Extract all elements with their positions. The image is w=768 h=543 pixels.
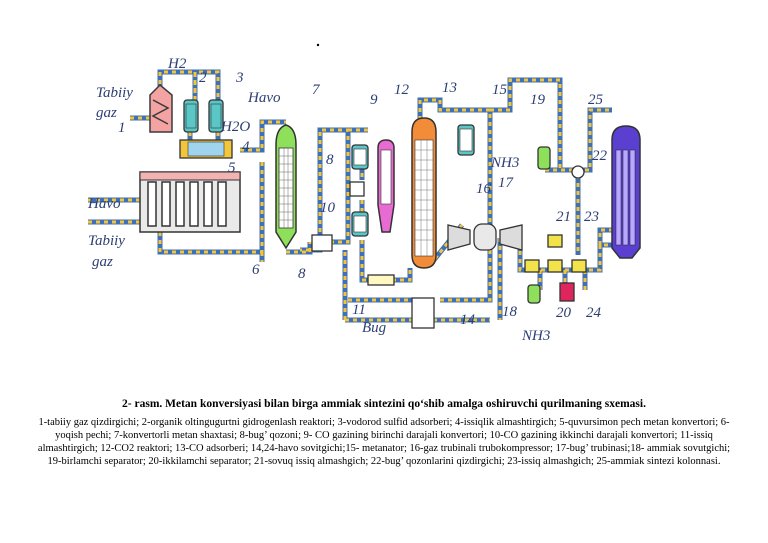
equipment-8-steam-boiler [311, 181, 365, 252]
number-3: 3 [235, 70, 244, 86]
label-havo-top: Havo [247, 90, 281, 106]
equipment-18-ammonia-cooler [527, 284, 541, 304]
equipment-2-hydrogenation-reactor [183, 99, 199, 133]
number-15: 15 [492, 82, 508, 98]
label-tabiiy-gaz-left-1: Tabiiy [88, 233, 125, 249]
equipment-3-h2s-adsorber [208, 99, 224, 133]
caption-legend: 1-tabiiy gaz qizdirgichi; 2-organik olti… [37, 417, 731, 467]
marker-dot [316, 43, 320, 47]
number-17: 17 [498, 175, 515, 191]
equipment-21-cold-heat-exchanger [547, 234, 563, 248]
equipment-numbers: 1 2 3 4 5 6 7 8 8 9 10 11 12 13 14 15 16… [118, 70, 608, 328]
number-11: 11 [352, 302, 366, 318]
equipment-1-natural-gas-heater [149, 83, 173, 133]
equipment-20-secondary-separator [524, 259, 563, 273]
number-2: 2 [199, 70, 207, 86]
number-12: 12 [394, 82, 410, 98]
process-flow-diagram: H2 H2O Tabiiy gaz Havo Havo Tabiiy gaz B… [87, 43, 641, 344]
equipment-24-air-cooler [559, 282, 575, 302]
number-4: 4 [242, 139, 250, 155]
number-20: 20 [556, 305, 572, 321]
label-havo-left: Havo [87, 196, 121, 212]
number-14: 14 [460, 312, 476, 328]
label-nh3-bottom: NH3 [521, 328, 550, 344]
number-8-upper: 8 [326, 152, 334, 168]
caption-title: 2- rasm. Metan konversiyasi bilan birga … [122, 398, 646, 410]
number-23: 23 [584, 209, 599, 225]
number-13: 13 [442, 80, 457, 96]
stream-labels: H2 H2O Tabiiy gaz Havo Havo Tabiiy gaz B… [87, 56, 550, 344]
equipment-25-ammonia-synthesis-column [611, 125, 641, 259]
number-24: 24 [586, 305, 602, 321]
equipment-13-co-adsorber [411, 117, 437, 269]
number-9: 9 [370, 92, 378, 108]
label-h2: H2 [167, 56, 187, 72]
number-6: 6 [252, 262, 260, 278]
number-1: 1 [118, 120, 126, 136]
number-21: 21 [556, 209, 571, 225]
equipment-4-heat-exchanger [179, 139, 233, 159]
equipment-15-methanator [457, 124, 475, 156]
number-16: 16 [476, 181, 492, 197]
label-bug: Bug [362, 320, 387, 336]
label-tabiiy-gaz-top-2: gaz [96, 105, 117, 121]
equipment-7-methane-shaft-converter [275, 124, 297, 250]
equipment-11-heat-exchanger [367, 274, 395, 286]
number-22: 22 [592, 148, 608, 164]
equipment-12-co2-reactor [377, 139, 395, 233]
equipment-14-air-cooler [411, 297, 435, 329]
label-tabiiy-gaz-left-2: gaz [92, 254, 113, 270]
number-10: 10 [320, 200, 336, 216]
equipment-10-co-converter-second [351, 211, 369, 237]
number-18: 18 [502, 304, 518, 320]
figure-caption: 2- rasm. Metan konversiyasi bilan birga … [30, 398, 738, 468]
label-tabiiy-gaz-top-1: Tabiiy [96, 85, 133, 101]
number-7: 7 [312, 82, 321, 98]
equipment-23-heat-exchanger [571, 259, 587, 273]
equipment-22-boiler-heater [571, 165, 585, 179]
number-19: 19 [530, 92, 546, 108]
number-25: 25 [588, 92, 604, 108]
number-8-lower: 8 [298, 266, 306, 282]
label-nh3-top: NH3 [490, 155, 519, 171]
equipment-19-primary-separator [537, 146, 551, 170]
equipment-9-co-converter-first [351, 144, 369, 170]
number-5: 5 [228, 160, 236, 176]
equipment-5-tubular-furnace-converter [139, 171, 241, 233]
equipment-16-17-turbocompressor [447, 223, 523, 251]
label-h2o: H2O [220, 119, 250, 135]
